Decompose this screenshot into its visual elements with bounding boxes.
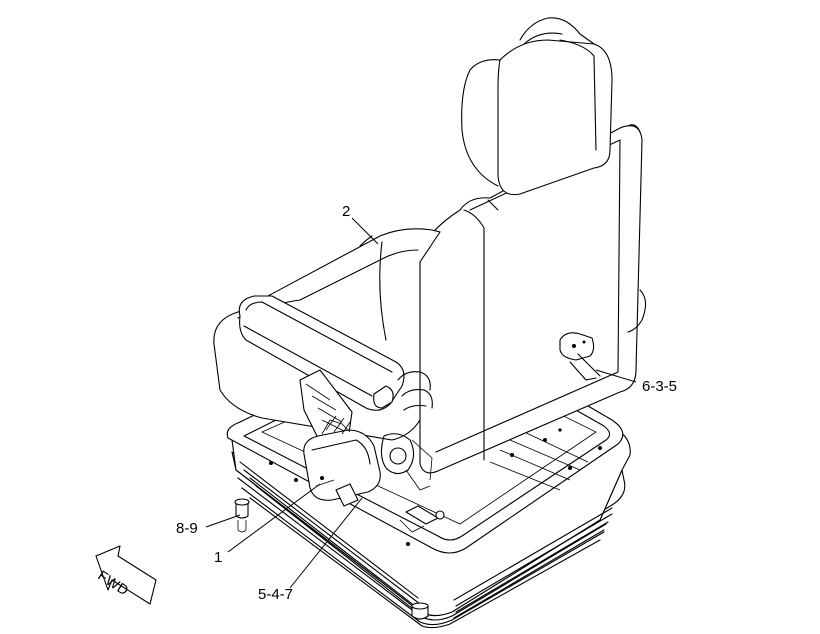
- control-console: [303, 415, 381, 507]
- headrest: [461, 17, 613, 196]
- callout-8-9: 8-9: [176, 520, 198, 537]
- callout-1: 1: [214, 549, 223, 566]
- callout-2: 2: [342, 203, 351, 220]
- seat-mechanism: [380, 371, 433, 491]
- leader-lines: [205, 217, 637, 589]
- callout-6-3-5: 6-3-5: [642, 378, 678, 395]
- fwd-arrow-icon: [95, 545, 157, 605]
- armrest: [238, 295, 405, 451]
- callout-5-4-7: 5-4-7: [258, 586, 294, 603]
- backrest: [419, 124, 647, 474]
